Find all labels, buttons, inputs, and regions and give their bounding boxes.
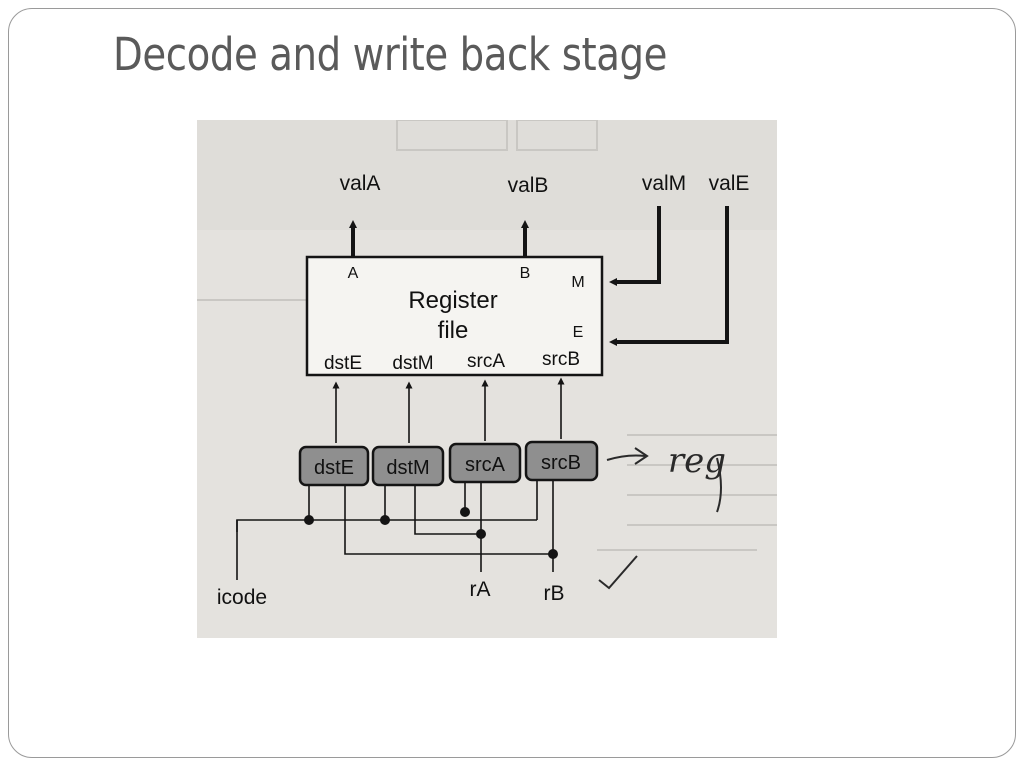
register-file-box	[305, 255, 604, 377]
logic-block-dste: dstE	[298, 445, 370, 487]
handwritten-tail	[716, 457, 722, 513]
rb-label: rB	[544, 582, 565, 605]
logic-block-srcb: srcB	[524, 440, 599, 482]
wire-junctions	[304, 507, 558, 559]
vale-label: valE	[709, 172, 750, 195]
logic-block-srca-label: srcA	[465, 454, 506, 476]
register-file-label: Register	[408, 287, 497, 314]
input-dste-label: dstE	[324, 353, 362, 374]
input-srcb-label: srcB	[542, 349, 580, 370]
valm-arrow	[609, 206, 661, 286]
logic-block-dstm-label: dstM	[386, 457, 429, 479]
valm-label: valM	[642, 172, 686, 195]
port-m-label: M	[571, 274, 584, 291]
logic-block-dstm: dstM	[371, 445, 445, 487]
input-dstm-label: dstM	[392, 353, 433, 374]
logic-block-srcb-label: srcB	[541, 452, 581, 474]
port-e-label: E	[573, 324, 584, 341]
ra-label: rA	[470, 578, 491, 601]
vala-label: valA	[340, 172, 381, 195]
show-through-marks	[197, 120, 777, 551]
logic-block-srca: srcA	[448, 442, 522, 484]
icode-label: icode	[217, 586, 267, 609]
port-b-label: B	[520, 265, 531, 282]
valb-label: valB	[508, 174, 549, 197]
vale-arrow	[609, 206, 729, 346]
input-wiring	[236, 480, 554, 580]
handwritten-check-icon	[598, 555, 638, 590]
handwritten-arrow-icon	[606, 447, 649, 465]
register-file-diagram: Register file A B M E dstE dstM srcA src…	[197, 120, 777, 638]
show-through-band	[197, 120, 777, 230]
handwritten-note: reg	[668, 441, 726, 481]
register-file-label-2: file	[438, 317, 469, 344]
input-srca-label: srcA	[467, 351, 505, 372]
page-title: Decode and write back stage	[113, 28, 668, 81]
port-a-label: A	[348, 265, 359, 282]
scanned-figure: Register file A B M E dstE dstM srcA src…	[197, 120, 777, 638]
logic-block-dste-label: dstE	[314, 457, 354, 479]
